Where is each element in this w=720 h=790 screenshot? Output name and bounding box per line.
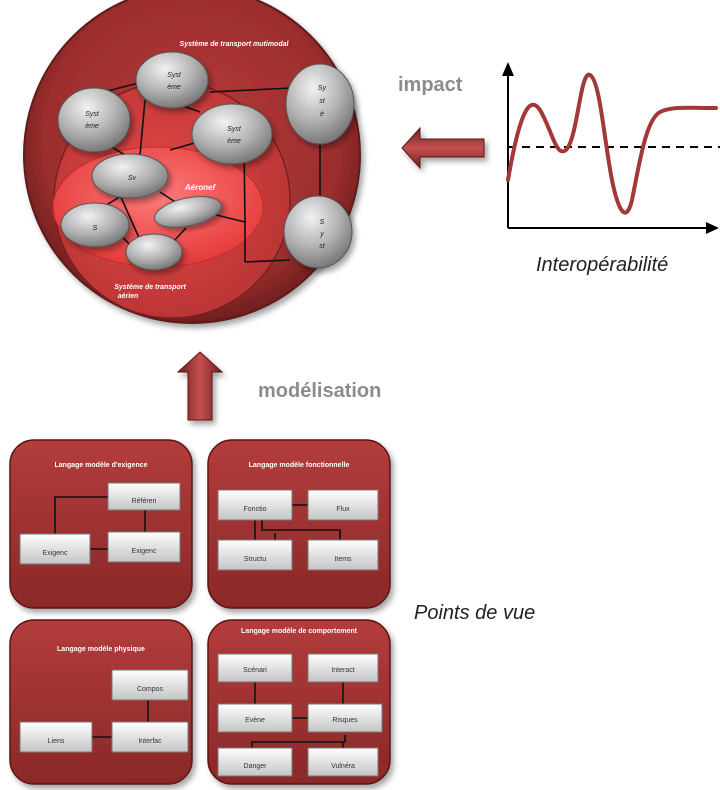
system-ellipse-e: S y st [283, 195, 353, 269]
beh-box-interaction: Interact [307, 653, 379, 683]
ellipse-d-label-2: st [319, 98, 326, 105]
panel-requirement: Langage modèle d'exigence Référen Exigen… [9, 439, 193, 609]
beh-box-interaction-label: Interact [331, 667, 354, 674]
system-ellipse-a: Syst ème [57, 87, 131, 153]
req-box-reference: Référen [107, 482, 181, 511]
aircraft-title: Aéronef [184, 183, 217, 192]
panel-physical: Langage modèle physique Compos Liens Int… [9, 619, 193, 785]
ellipse-c-label-2: ème [227, 138, 241, 145]
impact-arrow [401, 126, 485, 170]
req-box-requirement-1: Exigenc [19, 533, 91, 565]
air-transport-title-2: aérien [118, 293, 139, 300]
modeling-label: modélisation [258, 380, 382, 402]
ellipse-s-label: S [93, 225, 98, 232]
x-axis-arrowhead-icon [706, 222, 719, 234]
phys-box-interface-label: Interfac [138, 738, 162, 745]
ellipse-a-label-2: ème [85, 123, 99, 130]
req-box-requirement-2: Exigenc [107, 531, 181, 563]
beh-box-vulnerability-label: Vulnéra [331, 763, 355, 770]
beh-box-event: Evène [217, 703, 293, 733]
beh-box-scenario: Scénari [217, 653, 293, 683]
system-ellipse-s: S [60, 202, 130, 248]
system-ellipse-sv: Sv [91, 153, 169, 199]
panel-functional: Langage modèle fonctionnelle Fonctio Flu… [207, 439, 391, 609]
req-box-requirement-1-label: Exigenc [43, 550, 68, 557]
interoperability-label: Interopérabilité [536, 254, 669, 276]
beh-box-event-label: Evène [245, 717, 265, 724]
ellipse-c-label-1: Syst [227, 126, 242, 133]
req-box-requirement-2-label: Exigenc [132, 548, 157, 555]
ellipse-a-label-1: Syst [85, 111, 100, 118]
func-box-flow: Flux [307, 489, 379, 521]
beh-box-danger: Danger [217, 747, 293, 777]
ellipse-b-label-2: ème [167, 84, 181, 91]
phys-box-links: Liens [19, 721, 93, 753]
system-ellipse-f [154, 196, 222, 228]
func-box-structure: Structu [217, 539, 293, 571]
multimodal-title: Système de transport mutimodal [180, 41, 290, 48]
func-box-items-label: Items [334, 556, 352, 563]
system-ellipse-c: Syst ème [191, 103, 273, 165]
func-box-flow-label: Flux [336, 506, 350, 513]
func-box-structure-label: Structu [244, 556, 266, 563]
ellipse-e-label-1: S [320, 219, 325, 226]
system-ellipse-g [125, 233, 183, 271]
impact-label: impact [398, 74, 463, 96]
air-transport-title-1: Système de transport [114, 284, 186, 291]
interop-chart [502, 62, 720, 234]
system-ellipse-b: Syst ème [135, 51, 209, 109]
panel-requirement-title: Langage modèle d'exigence [54, 462, 147, 469]
interop-curve [506, 72, 718, 215]
func-box-function-label: Fonctio [244, 506, 267, 513]
func-box-function: Fonctio [217, 489, 293, 521]
beh-box-risks-label: Risques [332, 717, 358, 724]
ellipse-e-label-3: st [319, 243, 326, 250]
ellipse-d-label-3: è [320, 111, 324, 118]
req-box-reference-label: Référen [132, 498, 157, 505]
modeling-arrow [176, 351, 224, 421]
beh-box-danger-label: Danger [244, 763, 268, 770]
panel-behavior: Langage modèle de comportement Scénari I… [207, 619, 391, 785]
ellipse-d-label-1: Sy [318, 85, 327, 92]
ellipse-b-label-1: Syst [167, 72, 182, 79]
y-axis-arrowhead-icon [502, 62, 514, 76]
system-ellipse-d: Sy st è [285, 63, 355, 145]
phys-box-component-label: Compos [137, 686, 164, 693]
panel-functional-title: Langage modèle fonctionnelle [249, 462, 350, 469]
func-box-items: Items [307, 539, 379, 571]
viewpoints-label: Points de vue [414, 602, 536, 624]
ellipse-sv-label: Sv [128, 175, 137, 182]
beh-box-vulnerability: Vulnéra [307, 747, 379, 777]
ellipse-e-label-2: y [319, 231, 324, 238]
phys-box-component: Compos [111, 669, 189, 701]
phys-box-links-label: Liens [48, 738, 65, 745]
phys-box-interface: Interfac [111, 721, 189, 753]
beh-box-risks: Risques [307, 703, 383, 733]
panel-behavior-title: Langage modèle de comportement [241, 628, 358, 635]
panel-physical-title: Langage modèle physique [57, 646, 145, 653]
multimodal-system: Système de transport mutimodal Système d… [23, 0, 361, 324]
beh-box-scenario-label: Scénari [243, 667, 267, 674]
